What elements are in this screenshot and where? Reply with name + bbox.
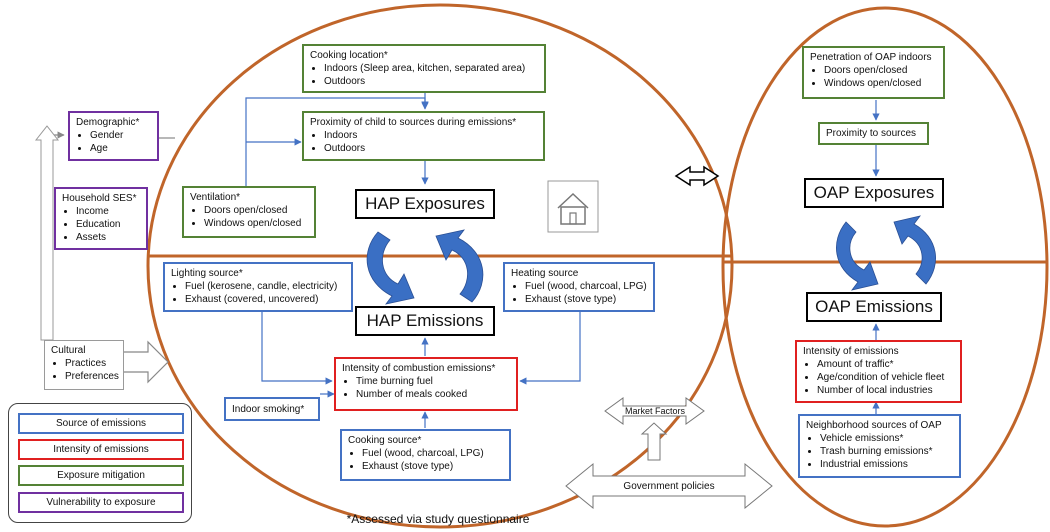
intensity-emissions-box: Intensity of emissions Amount of traffic… [795,340,962,403]
penetration-oap-box: Penetration of OAP indoors Doors open/cl… [802,46,945,99]
ventilation-title: Ventilation* [190,192,241,203]
list-item: Assets [76,231,140,244]
indoor-smoking-label: Indoor smoking* [232,404,305,415]
cooking-location-title: Cooking location* [310,50,388,61]
list-item: Education [76,218,140,231]
list-item: Exhaust (stove type) [362,460,503,473]
list-item: Exhaust (covered, uncovered) [185,293,345,306]
list-item: Practices [65,357,117,370]
legend-item-intensity: Intensity of emissions [18,439,184,460]
vulnerability-up-arrow-icon [34,125,60,341]
hap-exposures-label: HAP Exposures [355,189,495,219]
government-policies-arrow-icon [565,462,773,510]
list-item: Income [76,205,140,218]
intensity-emissions-title: Intensity of emissions [803,346,899,357]
list-item: Gender [90,129,151,142]
cultural-title: Cultural [51,345,86,356]
heating-source-title: Heating source [511,268,579,279]
oap-ellipse [721,6,1049,528]
list-item: Age/condition of vehicle fleet [817,371,954,384]
intensity-combustion-box: Intensity of combustion emissions* Time … [334,357,518,411]
cooking-source-box: Cooking source* Fuel (wood, charcoal, LP… [340,429,511,481]
footnote: *Assessed via study questionnaire [346,512,530,526]
proximity-child-title: Proximity of child to sources during emi… [310,117,517,128]
cultural-box: Cultural Practices Preferences [44,340,124,390]
demographic-box: Demographic* Gender Age [68,111,159,161]
list-item: Indoors [324,129,537,142]
proximity-sources-label: Proximity to sources [826,128,917,139]
list-item: Doors open/closed [204,204,308,217]
list-item: Time burning fuel [356,375,510,388]
indoor-smoking-box: Indoor smoking* [224,397,320,421]
market-factors-label: Market Factors [624,406,685,416]
government-policies-label: Government policies [623,481,715,492]
cultural-arrow-icon [121,340,169,384]
list-item: Windows open/closed [824,77,937,90]
lighting-source-title: Lighting source* [171,268,243,279]
list-item: Vehicle emissions* [820,432,953,445]
oap-exposures-label: OAP Exposures [804,178,944,208]
list-item: Fuel (kerosene, candle, electricity) [185,280,345,293]
household-ses-title: Household SES* [62,193,137,204]
double-arrow-icon [674,165,720,187]
list-item: Doors open/closed [824,64,937,77]
list-item: Amount of traffic* [817,358,954,371]
legend-item-mitigation: Exposure mitigation [18,465,184,486]
hap-top-arrows [245,93,429,186]
lighting-source-box: Lighting source* Fuel (kerosene, candle,… [163,262,353,312]
hap-cycle-icon [366,229,484,305]
list-item: Outdoors [324,142,537,155]
oap-emissions-label: OAP Emissions [806,292,942,322]
list-item: Fuel (wood, charcoal, LPG) [362,447,503,460]
proximity-sources-box: Proximity to sources [818,122,929,145]
proximity-child-box: Proximity of child to sources during emi… [302,111,545,161]
list-item: Trash burning emissions* [820,445,953,458]
list-item: Number of meals cooked [356,388,510,401]
demographic-title: Demographic* [76,117,140,128]
neighborhood-sources-box: Neighborhood sources of OAP Vehicle emis… [798,414,961,478]
list-item: Number of local industries [817,384,954,397]
household-ses-box: Household SES* Income Education Assets [54,187,148,250]
cooking-location-box: Cooking location* Indoors (Sleep area, k… [302,44,546,93]
list-item: Age [90,142,151,155]
legend-item-source: Source of emissions [18,413,184,434]
list-item: Windows open/closed [204,217,308,230]
legend-item-vulnerability: Vulnerability to exposure [18,492,184,513]
market-factors-arrow-icon [604,397,705,425]
list-item: Indoors (Sleep area, kitchen, separated … [324,62,538,75]
cooking-source-title: Cooking source* [348,435,422,446]
oap-cycle-icon [836,215,936,291]
intensity-combustion-title: Intensity of combustion emissions* [342,363,496,374]
house-icon [547,180,599,233]
hap-ellipse [146,3,734,529]
ventilation-box: Ventilation* Doors open/closed Windows o… [182,186,316,238]
list-item: Outdoors [324,75,538,88]
legend: Source of emissions Intensity of emissio… [8,403,192,523]
list-item: Fuel (wood, charcoal, LPG) [525,280,647,293]
heating-source-box: Heating source Fuel (wood, charcoal, LPG… [503,262,655,312]
hap-emissions-label: HAP Emissions [355,306,495,336]
list-item: Preferences [65,370,119,383]
list-item: Industrial emissions [820,458,953,471]
penetration-oap-title: Penetration of OAP indoors [810,52,932,63]
neighborhood-sources-title: Neighborhood sources of OAP [806,420,942,431]
list-item: Exhaust (stove type) [525,293,647,306]
hap-bottom-arrows [261,312,581,428]
policy-to-market-arrow-icon [640,422,668,461]
